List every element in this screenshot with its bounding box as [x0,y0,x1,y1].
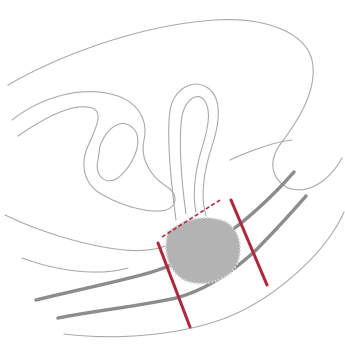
outer-body-contour [8,20,342,190]
looped-tube-inner [180,97,208,214]
lower-contour [5,215,174,251]
inner-organ-fold [97,124,138,181]
looped-tube-outline [169,84,219,220]
lower-contour-2 [22,258,128,272]
shaded-lesion [166,218,240,284]
inner-organ-outline [12,92,175,211]
tubular-canal-mid [230,140,292,160]
